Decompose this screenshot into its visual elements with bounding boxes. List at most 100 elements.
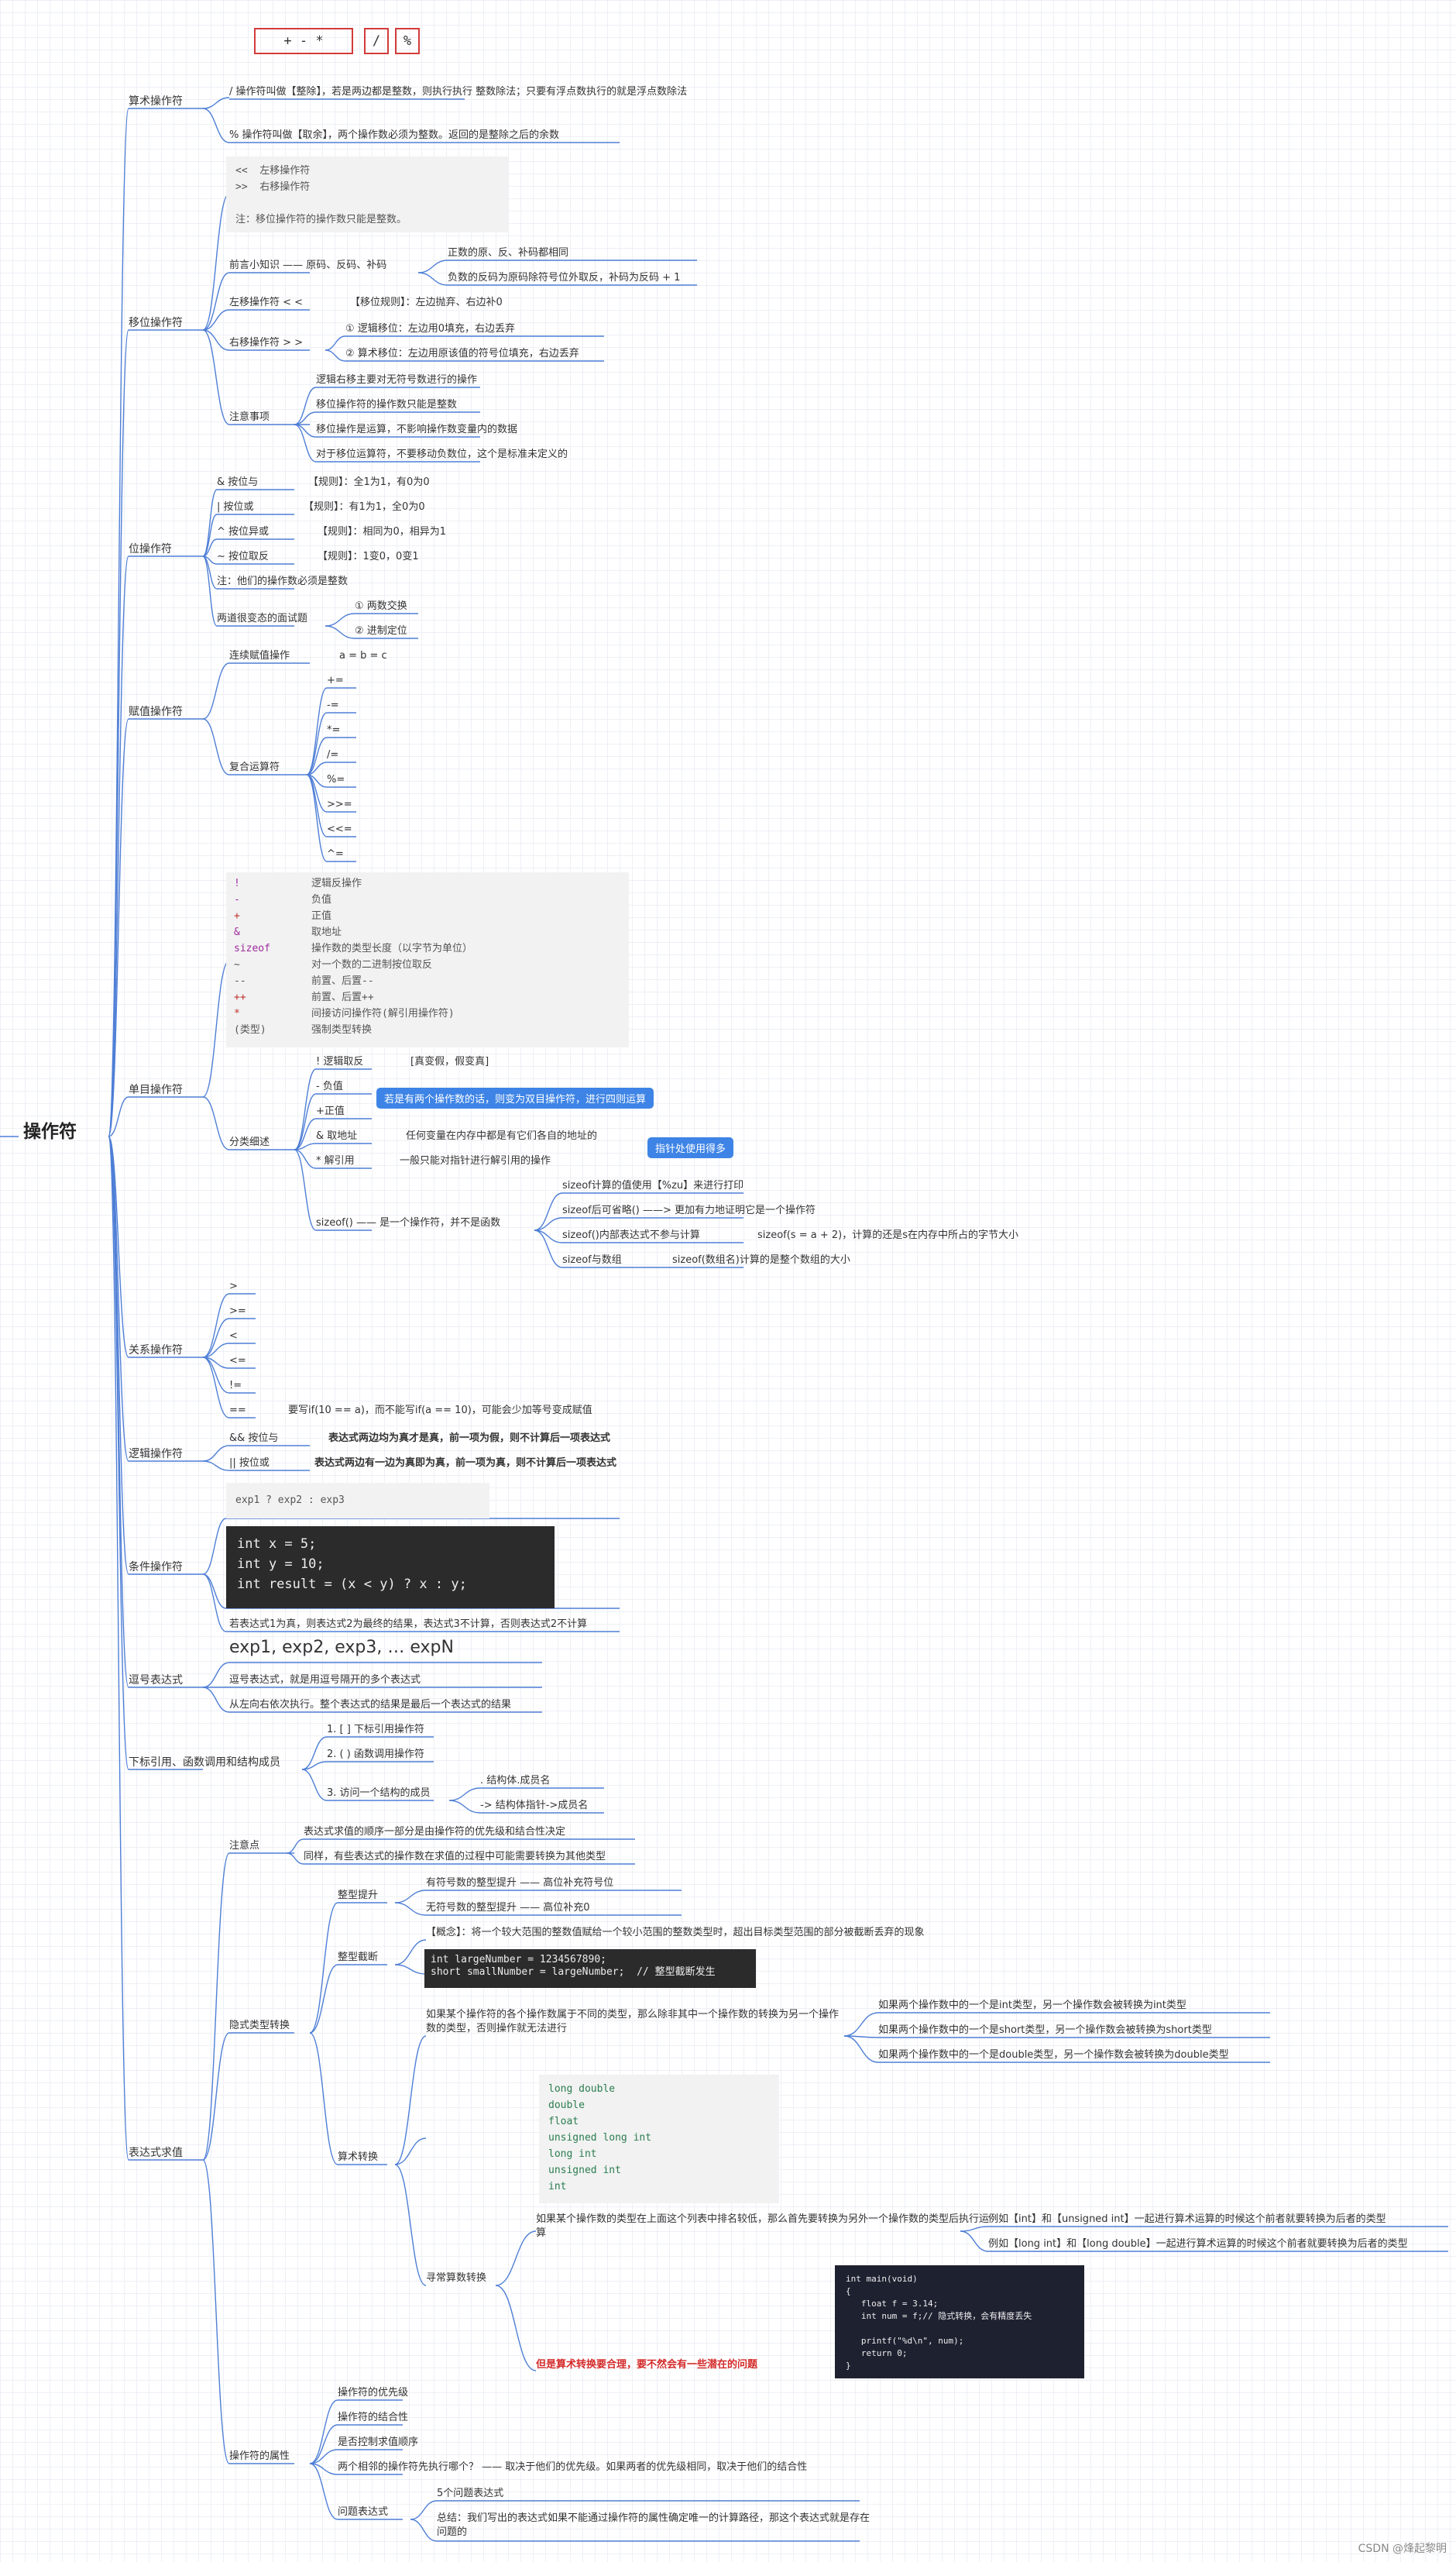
unary-desc: 对一个数的二进制按位取反 [311, 959, 433, 971]
bit-question2: ② 进制定位 [355, 625, 407, 637]
connector [306, 687, 328, 775]
connector [202, 1357, 230, 1419]
unary-desc: 操作数的类型长度（以字节为单位） [311, 943, 473, 954]
op-box-divide: / [364, 28, 389, 54]
relation-op: < [229, 1330, 238, 1342]
assign-op: *= [327, 724, 341, 736]
unary-pos: +正值 [316, 1106, 345, 1117]
connector [202, 1293, 230, 1358]
subscript-member1: . 结构体.成员名 [480, 1775, 551, 1787]
shift-note3: 移位操作是运算，不影响操作数变量内的数据 [316, 424, 518, 435]
branch-relation[interactable]: 关系操作符 [129, 1344, 183, 1357]
connector [306, 774, 328, 862]
op-box-mod: % [395, 28, 420, 54]
eval-attr: 操作符的属性 [229, 2450, 290, 2462]
branch-assign[interactable]: 赋值操作符 [129, 706, 183, 718]
branch-comma[interactable]: 逗号表达式 [129, 1674, 183, 1687]
connector [417, 260, 448, 273]
arith-mod-note: % 操作符叫做【取余】，两个操作数必须为整数。返回的是整除之后的余数 [229, 129, 559, 141]
connector [108, 329, 129, 1137]
unary-symbol: & [234, 927, 240, 938]
connector [325, 613, 355, 627]
connector [202, 272, 230, 331]
eval-problem: 问题表达式 [338, 2506, 389, 2518]
cond-syntax-code: exp1 ? exp2 : exp3 [226, 1483, 489, 1518]
unary-sizeof: sizeof() —— 是一个操作符，并不是函数 [316, 1217, 501, 1229]
branch-arith[interactable]: 算术操作符 [129, 95, 183, 108]
watermark: CSDN @烽起黎明 [1358, 2543, 1447, 2555]
eval-attention2: 同样，有些表达式的操作数在求值的过程中可能需要转换为其他类型 [304, 1851, 606, 1862]
eval-attention1: 表达式求值的顺序一部分是由操作符的优先级和结合性决定 [304, 1826, 566, 1838]
connector [306, 737, 328, 775]
assign-op: -= [327, 700, 339, 711]
unary-symbol: (类型) [234, 1024, 266, 1036]
assign-op: <<= [327, 824, 352, 835]
branch-shift[interactable]: 移位操作符 [129, 317, 183, 329]
eval-promote2: 无符号数的整型提升 —— 高位补充0 [426, 1902, 590, 1914]
bit-question: 两道很变态的面试题 [217, 613, 308, 624]
branch-logic[interactable]: 逻辑操作符 [129, 1448, 183, 1460]
eval-promote: 整型提升 [338, 1890, 379, 1901]
connector [495, 2230, 537, 2286]
subscript-1: 1. [ ] 下标引用操作符 [327, 1724, 424, 1735]
relation-op: <= [229, 1355, 246, 1367]
eval-arith-conv-desc: 如果某个操作符的各个操作数属于不同的类型，那么除非其中一个操作数的转换为另一个操… [426, 2009, 840, 2034]
branch-unary[interactable]: 单目操作符 [129, 1084, 183, 1096]
unary-tag-pointer[interactable]: 指针处使用得多 [647, 1137, 734, 1158]
connector [410, 2519, 438, 2542]
branch-cond[interactable]: 条件操作符 [129, 1561, 183, 1573]
eval-problem2: 总结：我们写出的表达式如果不能通过操作符的属性确定唯一的计算路径，那这个表达式就… [437, 2512, 871, 2538]
subscript-3: 3. 访问一个结构的成员 [327, 1787, 431, 1799]
connector [394, 1939, 427, 1965]
shift-pre1: 正数的原、反、补码都相同 [448, 247, 569, 259]
connector [301, 1761, 328, 1770]
shift-left-rule: 【移位规则】：左边抛弃、右边补0 [350, 297, 503, 308]
connector [202, 1687, 230, 1713]
connector [294, 387, 317, 425]
eval-attr2: 操作符的结合性 [338, 2412, 409, 2423]
unary-addr: & 取地址 [316, 1130, 358, 1142]
connector [394, 1964, 427, 1975]
connector [202, 97, 230, 109]
connector [309, 2032, 338, 2165]
unary-desc: 间接访问操作符(解引用操作符) [311, 1008, 455, 1020]
relation-op: >= [229, 1305, 246, 1317]
connector [960, 2230, 989, 2252]
unary-symbol: sizeof [234, 943, 270, 954]
shift-note1: 逻辑右移主要对无符号数进行的操作 [316, 374, 478, 386]
unary-symbol: - [234, 894, 240, 906]
connector [108, 1136, 129, 1770]
shift-right: 右移操作符 > > [229, 337, 304, 349]
bit-not: ~ 按位取反 [217, 551, 270, 562]
unary-symbol: ++ [234, 992, 246, 1003]
assign-op: %= [327, 774, 345, 786]
assign-chain-example: a = b = c [339, 650, 387, 662]
connector [108, 1136, 129, 1462]
arith-div-note: / 操作符叫做【整除】，若是两边都是整数，则执行执行 整数除法；只要有浮点数执行… [229, 86, 688, 98]
bit-or-rule: 【规则】：有1为1，全0为0 [304, 501, 425, 513]
unary-symbol: ~ [234, 959, 240, 971]
comma-exp: exp1, exp2, exp3, … expN [229, 1638, 454, 1657]
branch-eval[interactable]: 表达式求值 [129, 2147, 183, 2159]
connector [202, 1096, 230, 1150]
unary-deref-rule: 一般只能对指针进行解引用的操作 [400, 1155, 551, 1167]
eval-usual-desc: 如果某个操作数的类型在上面这个列表中排名较低，那么首先要转换为另外一个操作数的类… [536, 2213, 990, 2239]
bit-and: & 按位与 [217, 476, 259, 488]
bit-note: 注：他们的操作数必须是整数 [217, 576, 349, 587]
root-title[interactable]: 操作符 [23, 1122, 77, 1142]
assign-op: >>= [327, 799, 352, 810]
connector [202, 555, 218, 627]
eval-example1: 例如【int】和【unsigned int】一起进行算术运算的时候这个前者就要转… [988, 2213, 1386, 2225]
connector [108, 555, 129, 1137]
connector [202, 1460, 230, 1471]
sizeof-2: sizeof后可省略() ——> 更加有力地证明它是一个操作符 [562, 1205, 816, 1216]
branch-subscript[interactable]: 下标引用、函数调用和结构成员 [129, 1756, 280, 1769]
branch-bit[interactable]: 位操作符 [129, 543, 172, 555]
eval-arith-conv: 算术转换 [338, 2151, 379, 2163]
connector [202, 662, 230, 720]
connector [325, 349, 346, 362]
unary-tag-binary[interactable]: 若是有两个操作数的话，则变为双目操作符，进行四则运算 [376, 1088, 654, 1109]
connector [534, 1217, 563, 1231]
bit-xor-rule: 【规则】：相同为0，相异为1 [318, 526, 447, 538]
